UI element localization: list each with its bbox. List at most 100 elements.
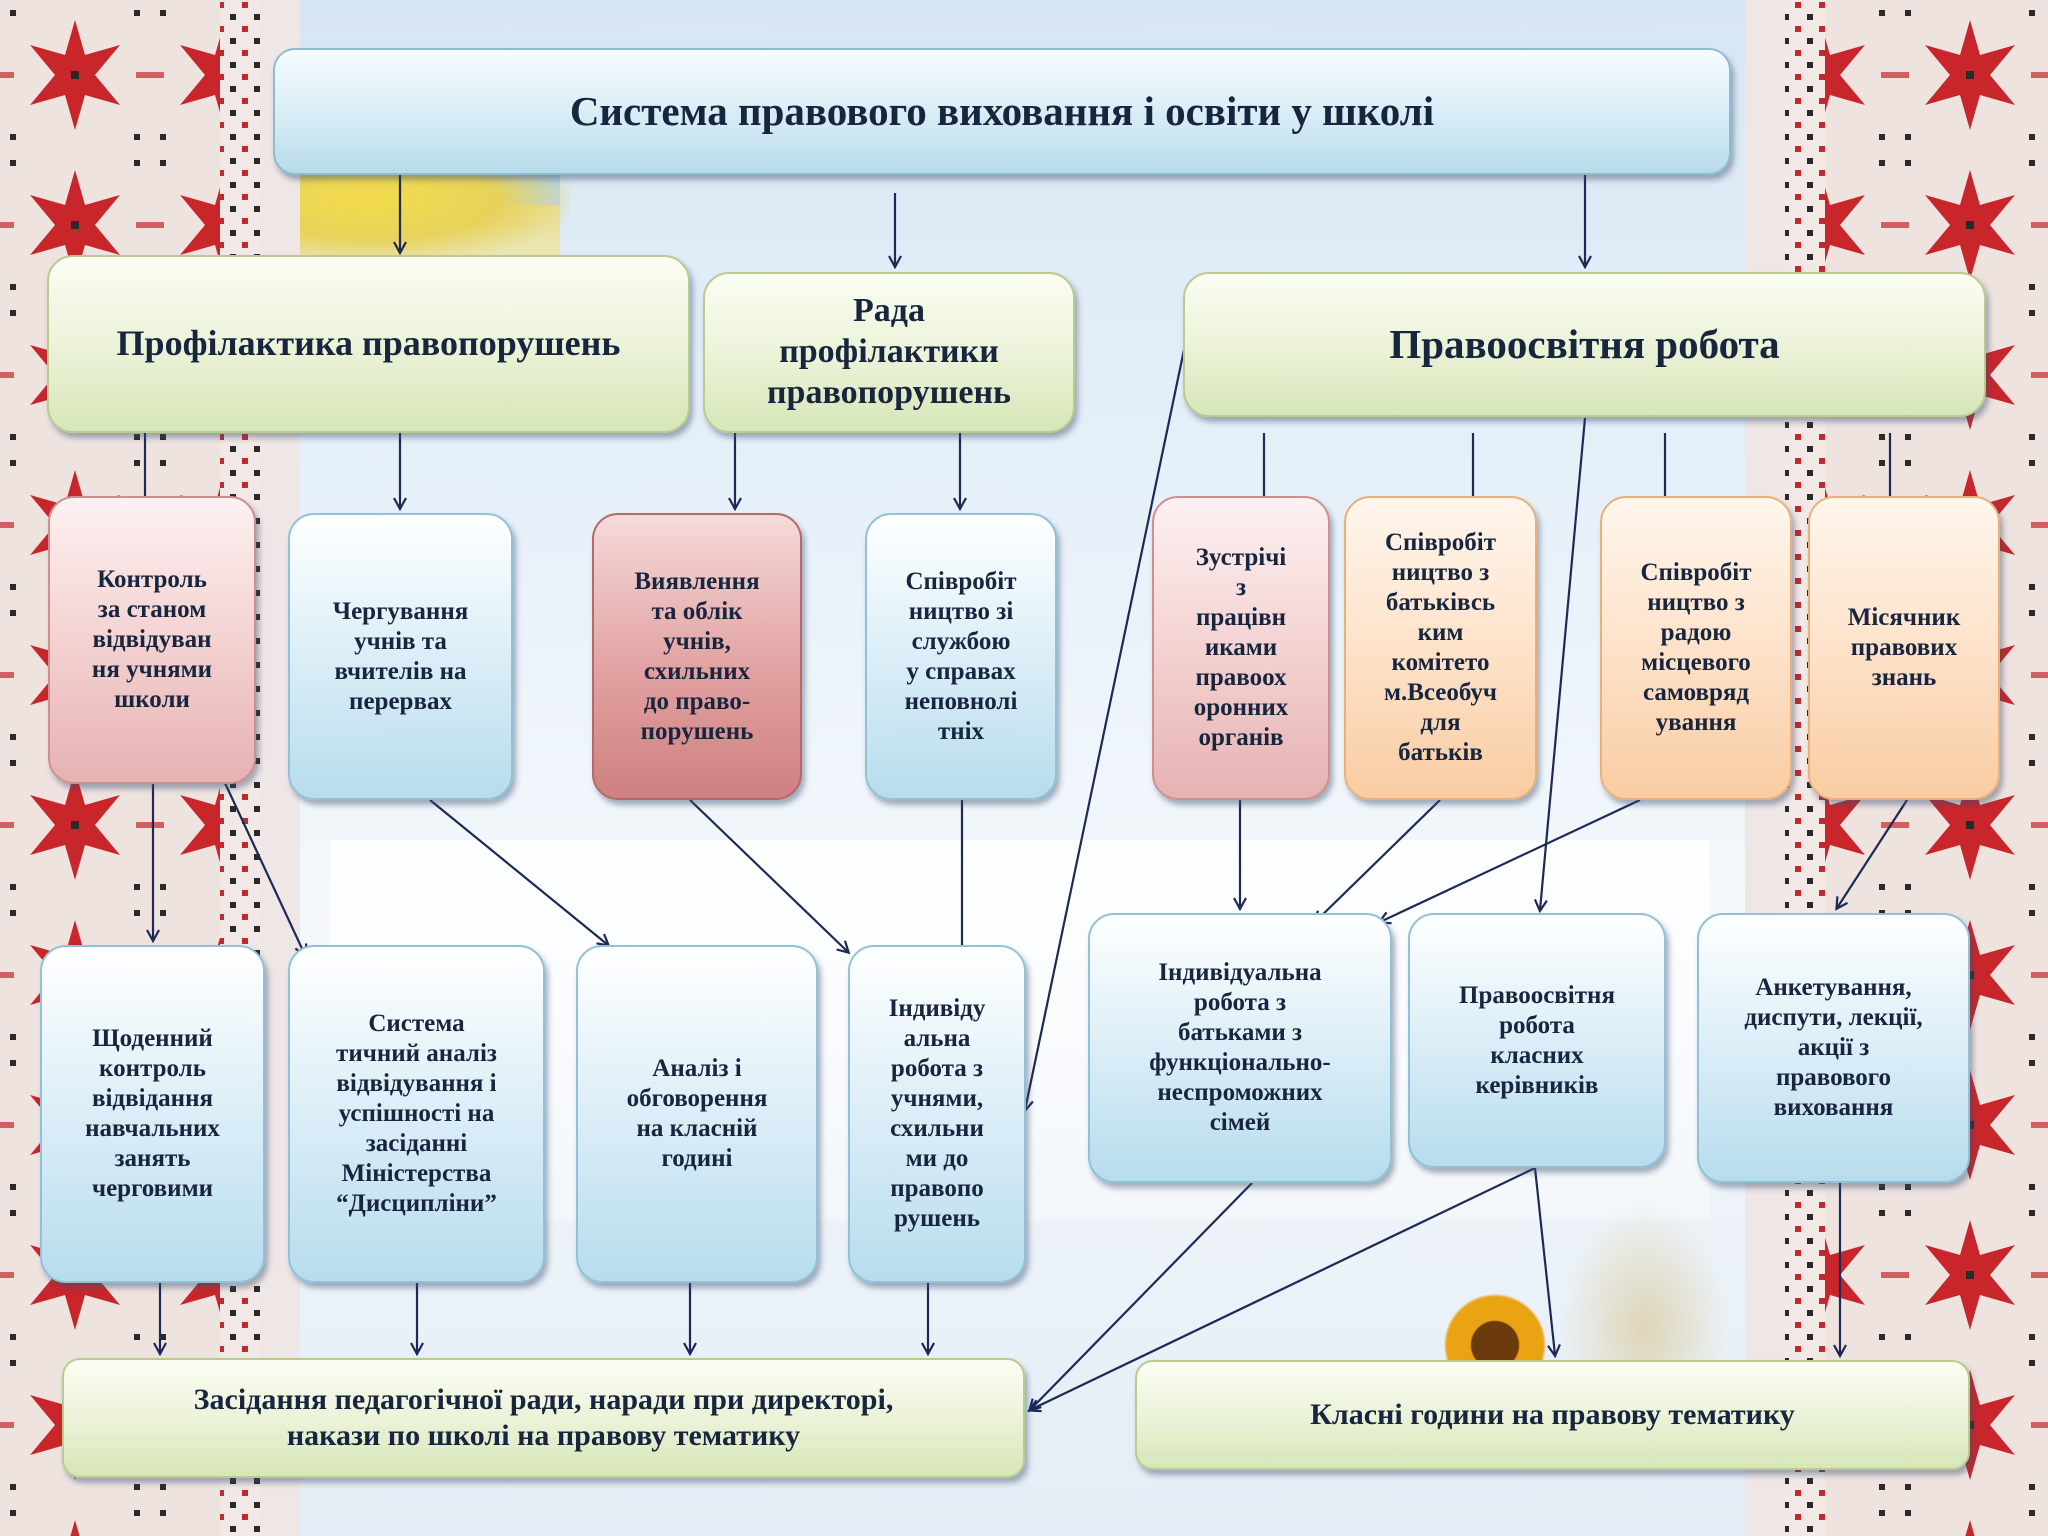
diagram-title: Система правового виховання і освіти у ш… bbox=[273, 48, 1731, 175]
node-individual-students-line: альна bbox=[903, 1025, 971, 1052]
node-meetings-police-line: правоох bbox=[1195, 664, 1287, 691]
arrow-teachers-to-meetings bbox=[1030, 1167, 1536, 1410]
node-individual-families: Індивідуальна робота з батьками з функці… bbox=[1088, 913, 1392, 1183]
node-cooperation-local-council-line: самовряд bbox=[1642, 679, 1750, 706]
node-class-hours-text: Класні години на правову тематику bbox=[1310, 1398, 1795, 1431]
node-month-knowledge-line: правових bbox=[1850, 634, 1958, 661]
node-control: Контроль за станом відвідуван ня учнями … bbox=[48, 496, 256, 784]
node-surveys-line: диспути, лекції, bbox=[1744, 1004, 1923, 1031]
node-cooperation-parents-line: батьків bbox=[1398, 739, 1483, 766]
node-council-meetings-line: накази по школі на правову тематику bbox=[286, 1419, 801, 1452]
node-class-teachers-line: робота bbox=[1499, 1011, 1575, 1039]
node-daily-control-line: занять bbox=[114, 1145, 191, 1172]
node-individual-students-line: учнями, bbox=[890, 1085, 984, 1112]
arrow-localcouncil-to-families bbox=[1380, 799, 1641, 922]
node-individual-families-line: неспроможних bbox=[1157, 1079, 1323, 1106]
node-control-line: Контроль bbox=[97, 566, 207, 593]
node-daily-control-line: відвідання bbox=[91, 1085, 214, 1112]
node-detection-line: до право- bbox=[643, 687, 751, 715]
node-individual-students-line: рушень bbox=[894, 1205, 980, 1232]
node-class-analysis-line: годині bbox=[661, 1145, 733, 1172]
node-individual-families-line: функціонально- bbox=[1149, 1049, 1331, 1076]
node-systematic-analysis-line: “Дисципліни” bbox=[336, 1190, 497, 1217]
node-detection-line: та облік bbox=[651, 597, 743, 625]
node-detection-line: порушень bbox=[640, 717, 754, 745]
node-systematic-analysis-line: Система bbox=[368, 1010, 465, 1037]
node-month-knowledge: Місячник правових знань bbox=[1808, 496, 2000, 800]
node-cooperation-local-council-line: радою bbox=[1660, 619, 1732, 646]
node-month-knowledge-line: Місячник bbox=[1847, 604, 1961, 631]
node-cooperation-parents-line: комітето bbox=[1391, 649, 1490, 676]
node-council-meetings: Засідання педагогічної ради, наради при … bbox=[62, 1358, 1025, 1478]
arrow-families-to-meetings bbox=[1030, 1182, 1253, 1410]
node-surveys: Анкетування, диспути, лекції, акції з пр… bbox=[1697, 913, 1970, 1183]
node-cooperation-juvenile: Співробіт ництво зі службою у справах не… bbox=[865, 513, 1057, 800]
node-control-line: за станом bbox=[97, 596, 207, 623]
node-control-line: школи bbox=[114, 686, 190, 713]
node-meetings-police-line: иками bbox=[1204, 634, 1278, 661]
node-meetings-police-line: з bbox=[1235, 574, 1247, 601]
node-meetings-police-line: Зустрічі bbox=[1195, 544, 1287, 571]
node-duty-line: учнів та bbox=[354, 627, 447, 655]
node-daily-control-line: черговими bbox=[91, 1175, 214, 1202]
node-duty-line: вчителів на bbox=[334, 657, 467, 685]
node-individual-students-line: ми до bbox=[905, 1145, 969, 1172]
node-cooperation-parents-line: ництво з bbox=[1391, 559, 1490, 586]
node-cooperation-parents-line: ким bbox=[1417, 619, 1464, 646]
node-individual-students-line: робота з bbox=[890, 1055, 984, 1082]
node-class-teachers-line: класних bbox=[1490, 1041, 1584, 1069]
arrow-month-to-surveys bbox=[1837, 799, 1908, 908]
node-class-analysis-line: Аналіз і bbox=[652, 1055, 742, 1082]
node-detection: Виявлення та облік учнів, схильних до пр… bbox=[592, 513, 802, 800]
node-surveys-line: Анкетування, bbox=[1755, 974, 1912, 1001]
node-cooperation-local-council-line: ництво з bbox=[1647, 589, 1745, 616]
node-duty-line: перервах bbox=[349, 687, 452, 715]
node-council-line: правопорушень bbox=[766, 373, 1012, 411]
node-council-meetings-line: Засідання педагогічної ради, наради при … bbox=[193, 1383, 894, 1416]
node-meetings-police-line: оронних bbox=[1193, 694, 1289, 721]
node-class-teachers-line: Правоосвітня bbox=[1459, 981, 1615, 1009]
node-meetings-police: Зустрічі з працівн иками правоох оронних… bbox=[1152, 496, 1330, 800]
node-surveys-line: акції з bbox=[1797, 1034, 1870, 1061]
node-class-teachers-line: керівників bbox=[1475, 1071, 1599, 1099]
node-cooperation-juvenile-line: службою bbox=[911, 627, 1011, 655]
node-daily-control: Щоденний контроль відвідання навчальних … bbox=[40, 945, 265, 1283]
node-legal-education: Правоосвітня робота bbox=[1183, 272, 1986, 417]
node-prophylaxis: Профілактика правопорушень bbox=[47, 255, 690, 433]
node-class-analysis-line: на класній bbox=[636, 1115, 758, 1142]
node-meetings-police-line: органів bbox=[1198, 724, 1284, 751]
node-cooperation-parents-line: для bbox=[1420, 709, 1461, 736]
arrow-control-to-analysis bbox=[224, 782, 305, 955]
node-meetings-police-line: працівн bbox=[1195, 604, 1287, 631]
node-systematic-analysis-line: відвідування і bbox=[336, 1070, 497, 1097]
node-council-line: профілактики bbox=[779, 333, 999, 371]
node-cooperation-local-council: Співробіт ництво з радою місцевого самов… bbox=[1600, 496, 1792, 800]
node-detection-line: Виявлення bbox=[634, 567, 760, 595]
node-individual-families-line: робота з bbox=[1193, 989, 1287, 1016]
node-daily-control-line: Щоденний bbox=[92, 1025, 213, 1052]
node-cooperation-juvenile-line: у справах bbox=[906, 657, 1016, 685]
node-cooperation-parents: Співробіт ництво з батьківсь ким комітет… bbox=[1344, 496, 1537, 800]
node-prophylaxis-text: Профілактика правопорушень bbox=[116, 323, 621, 364]
node-duty: Чергування учнів та вчителів на перервах bbox=[288, 513, 513, 800]
node-systematic-analysis-line: Міністерства bbox=[341, 1160, 492, 1187]
node-individual-families-line: сімей bbox=[1209, 1109, 1271, 1136]
node-legal-education-text: Правоосвітня робота bbox=[1389, 320, 1780, 367]
node-cooperation-parents-line: Співробіт bbox=[1384, 529, 1497, 556]
node-individual-students: Індивіду альна робота з учнями, схильни … bbox=[848, 945, 1026, 1283]
node-cooperation-juvenile-line: Співробіт bbox=[905, 567, 1017, 595]
arrow-duty-to-class-analysis bbox=[429, 799, 608, 945]
node-duty-line: Чергування bbox=[332, 597, 469, 625]
node-individual-students-line: правопо bbox=[890, 1175, 984, 1202]
node-detection-line: учнів, bbox=[663, 627, 731, 655]
arrow-teachers-to-classhours bbox=[1533, 1167, 1555, 1355]
node-control-line: ня учнями bbox=[91, 656, 213, 683]
node-class-teachers: Правоосвітня робота класних керівників bbox=[1408, 913, 1666, 1168]
node-daily-control-line: контроль bbox=[99, 1055, 206, 1082]
node-cooperation-juvenile-line: тніх bbox=[937, 717, 985, 745]
node-council-line: Рада bbox=[853, 292, 925, 330]
node-cooperation-local-council-line: місцевого bbox=[1641, 649, 1751, 676]
node-systematic-analysis-line: успішності на bbox=[338, 1100, 495, 1127]
